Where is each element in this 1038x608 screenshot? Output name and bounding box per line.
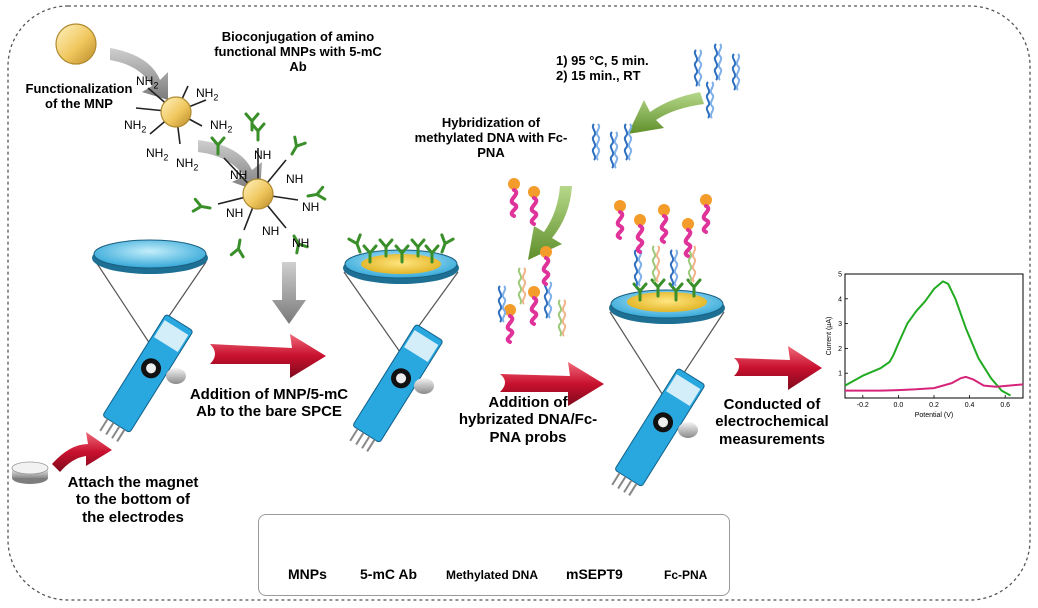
hybridized-complex-icon bbox=[497, 244, 567, 344]
amine-mnp-icon bbox=[135, 85, 207, 145]
amine-nh2-label: NH2 bbox=[196, 86, 219, 103]
legend-mnps-label: MNPs bbox=[288, 566, 327, 582]
amine-nh-label: NH bbox=[292, 236, 310, 250]
y-tick-label: 1 bbox=[838, 371, 842, 378]
amine-nh2-label: NH2 bbox=[136, 74, 159, 91]
amine-nh2-label: NH2 bbox=[176, 156, 199, 173]
amine-nh-label: NH bbox=[262, 224, 280, 238]
y-axis-label: Current (µA) bbox=[826, 317, 833, 356]
electrode-3 bbox=[609, 192, 725, 496]
x-tick-label: 0.0 bbox=[894, 402, 904, 409]
bare-mnp-particle bbox=[55, 23, 97, 65]
y-tick-label: 2 bbox=[838, 346, 842, 353]
electrode-2 bbox=[343, 233, 459, 452]
series-line-1 bbox=[844, 280, 1011, 397]
red-arrow-2 bbox=[500, 362, 604, 406]
amine-nh2-label: NH2 bbox=[210, 118, 233, 135]
x-tick-label: 0.2 bbox=[929, 402, 939, 409]
red-arrow-1 bbox=[210, 334, 326, 378]
grey-arrow-1 bbox=[110, 48, 168, 100]
amine-nh-label: NH bbox=[286, 172, 304, 186]
y-tick-label: 5 bbox=[838, 272, 842, 279]
grey-arrow-2 bbox=[198, 140, 262, 192]
amine-nh2-label: NH2 bbox=[124, 118, 147, 135]
fc-pna-group bbox=[506, 176, 542, 226]
series-line-2 bbox=[845, 375, 1024, 392]
legend-panel bbox=[258, 514, 730, 596]
amine-nh-label: NH bbox=[226, 206, 244, 220]
legend-msept9-label: mSEPT9 bbox=[566, 566, 623, 582]
green-arrow-2 bbox=[528, 186, 572, 260]
legend-fc-pna-label: Fc-PNA bbox=[664, 568, 708, 582]
y-tick-label: 4 bbox=[838, 296, 842, 303]
y-tick-label: 3 bbox=[838, 321, 842, 328]
legend-ab-label: 5-mC Ab bbox=[360, 566, 418, 582]
x-tick-label: 0.4 bbox=[965, 402, 975, 409]
x-tick-label: 0.6 bbox=[1000, 402, 1010, 409]
legend-methylated-dna-label: Methylated DNA bbox=[446, 568, 539, 582]
x-axis-label: Potential (V) bbox=[915, 412, 954, 419]
red-arrow-3 bbox=[734, 346, 822, 390]
electrode-1 bbox=[92, 239, 208, 442]
amine-nh-label: NH bbox=[302, 200, 320, 214]
grey-arrow-3 bbox=[272, 262, 306, 324]
amine-nh2-label: NH2 bbox=[146, 146, 169, 163]
amine-nh-label: NH bbox=[254, 148, 272, 162]
ab-mnp-icon bbox=[191, 122, 327, 259]
chart-plot-area bbox=[844, 273, 1024, 399]
msept9-strands-mid bbox=[591, 123, 633, 169]
label-denature: 1) 95 °C, 5 min.2) 15 min., RT bbox=[556, 53, 649, 83]
outer-frame bbox=[7, 5, 1031, 601]
amine-nh-label: NH bbox=[230, 168, 248, 182]
magnet-icon bbox=[11, 461, 49, 484]
x-tick-label: -0.2 bbox=[857, 402, 869, 409]
msept9-strands-top bbox=[693, 43, 741, 119]
green-arrow-1 bbox=[628, 92, 704, 134]
red-arrow-magnet bbox=[52, 432, 112, 472]
